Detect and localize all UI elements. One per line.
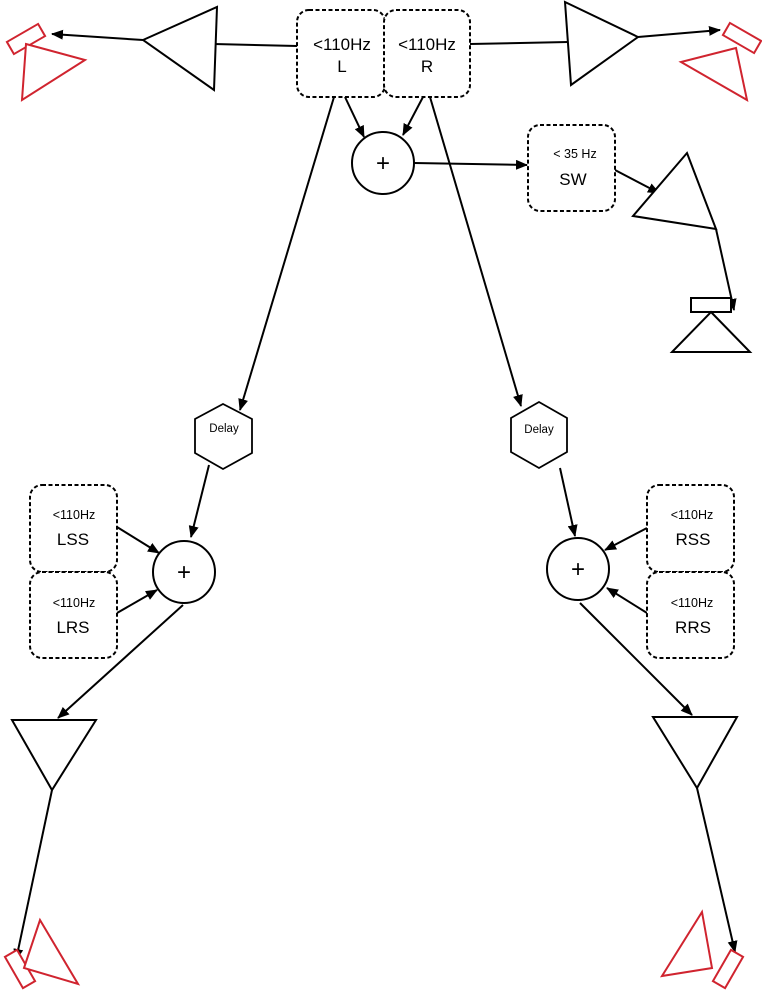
speakers — [3, 21, 762, 990]
right-rear-amplifier — [651, 716, 739, 790]
summer-right-plus-icon: + — [571, 556, 585, 583]
wire-left-amp-to-front-left-speaker — [51, 29, 144, 41]
filter-left-rear-channel: LRS — [56, 618, 89, 637]
filter-front-right: <110Hz R — [383, 9, 471, 98]
subwoofer-amplifier — [631, 151, 718, 231]
wire-sw-filter-to-sw-amp — [614, 169, 660, 194]
wire-top-summer-to-sw-filter — [413, 159, 528, 170]
delay-right-label: Delay — [524, 424, 554, 436]
wire-l-to-top-summer — [344, 96, 365, 138]
filter-right-rear-channel: RRS — [675, 618, 711, 637]
wire-right-amp-to-front-right-speaker — [637, 25, 721, 38]
summer-top-plus-icon: + — [376, 150, 390, 177]
wire-right-delay-to-right-summer — [559, 467, 578, 537]
wire-rss-to-right-summer — [604, 527, 648, 551]
subwoofer-speaker-icon — [669, 297, 753, 353]
filter-subwoofer-freq: < 35 Hz — [553, 147, 596, 161]
delay-left-label: Delay — [209, 423, 239, 435]
filter-front-left-channel: L — [337, 57, 346, 76]
filter-front-left-freq: <110Hz — [313, 35, 371, 54]
filter-left-side: <110Hz LSS — [29, 484, 118, 573]
filter-left-side-freq: <110Hz — [53, 508, 96, 522]
amplifiers — [10, 0, 739, 792]
delay-left: Delay — [194, 402, 253, 471]
wire-lss-to-left-summer — [116, 526, 160, 554]
wire-r-filter-to-right-amp — [469, 41, 569, 45]
filter-left-rear-freq: <110Hz — [53, 596, 96, 610]
filter-right-side: <110Hz RSS — [646, 484, 735, 573]
filter-front-left: <110Hz L — [296, 9, 386, 98]
right-rear-speaker-icon — [659, 909, 745, 990]
front-right-speaker-icon — [678, 21, 762, 102]
filter-left-side-channel: LSS — [57, 530, 89, 549]
summer-right: + — [546, 537, 610, 601]
wire-lrs-to-left-summer — [116, 589, 158, 614]
filter-right-side-channel: RSS — [676, 530, 711, 549]
wire-right-rear-amp-to-speaker — [696, 787, 738, 953]
wire-left-delay-to-left-summer — [188, 464, 210, 538]
wire-l-to-left-delay — [238, 96, 335, 411]
summer-left-plus-icon: + — [177, 559, 191, 586]
wire-r-to-right-delay — [429, 96, 523, 407]
front-left-speaker-icon — [5, 22, 88, 102]
wire-left-rear-amp-to-speaker — [13, 789, 53, 961]
filter-right-side-freq: <110Hz — [671, 508, 714, 522]
filter-subwoofer-channel: SW — [559, 170, 586, 189]
filter-subwoofer: < 35 Hz SW — [527, 124, 616, 212]
filter-right-rear: <110Hz RRS — [646, 571, 735, 659]
delay-right: Delay — [510, 400, 568, 470]
left-rear-speaker-icon — [3, 917, 81, 990]
filter-right-rear-freq: <110Hz — [671, 596, 714, 610]
filter-front-right-channel: R — [421, 57, 433, 76]
filter-left-rear: <110Hz LRS — [29, 571, 118, 659]
connections — [13, 25, 738, 961]
left-rear-amplifier — [10, 719, 98, 792]
summer-left: + — [152, 540, 216, 604]
filter-front-right-freq: <110Hz — [398, 35, 456, 54]
summer-top: + — [351, 131, 415, 195]
front-right-amplifier — [563, 0, 640, 87]
wire-l-filter-to-left-amp — [213, 43, 298, 47]
wire-left-summer-to-left-rear-amp — [57, 604, 184, 719]
wire-sw-amp-to-subwoofer — [715, 228, 737, 311]
wire-r-to-top-summer — [402, 96, 424, 136]
wire-rrs-to-right-summer — [606, 587, 648, 614]
front-left-amplifier — [140, 5, 219, 92]
wire-right-summer-to-right-rear-amp — [579, 602, 693, 716]
